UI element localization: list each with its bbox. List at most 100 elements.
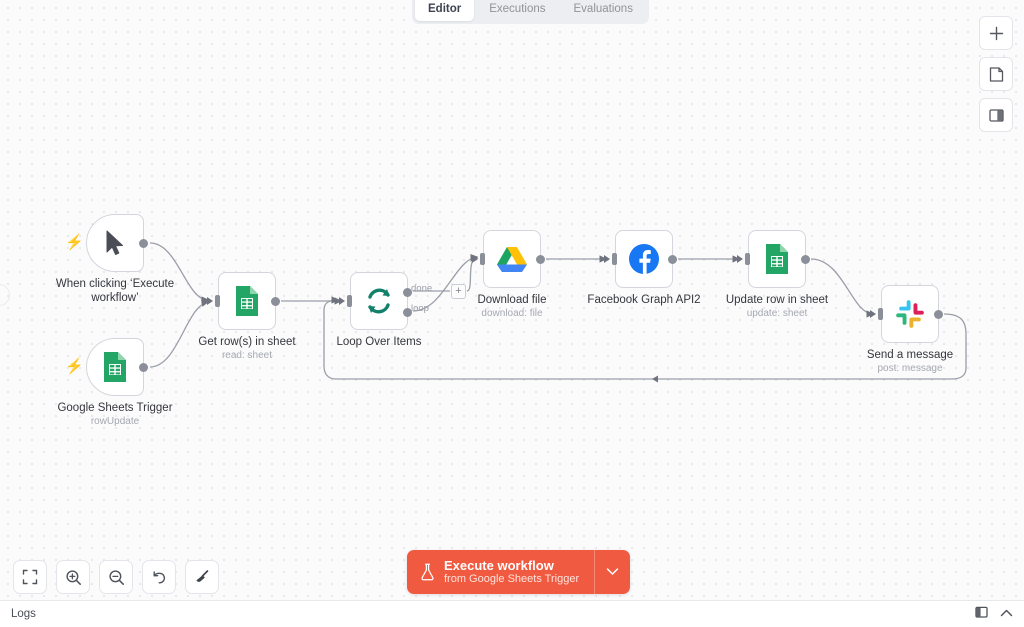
flask-icon [421, 563, 434, 581]
zoom-out-icon [108, 569, 124, 585]
input-arrow-icon [604, 255, 610, 263]
output-port[interactable] [934, 309, 943, 319]
input-port[interactable] [347, 295, 352, 307]
logs-label: Logs [11, 608, 36, 620]
collapse-logs-button[interactable] [1000, 605, 1013, 623]
zoom-in-icon [65, 569, 81, 585]
google-sheets-icon [236, 286, 258, 316]
node-google-sheets-trigger[interactable]: ⚡ Google Sheets Trigger rowUpdate [57, 338, 173, 427]
tab-executions[interactable]: Executions [489, 3, 546, 15]
input-port[interactable] [745, 253, 750, 265]
node-update-row-in-sheet[interactable]: Update row in sheet update: sheet [726, 230, 828, 319]
node-get-rows-in-sheet[interactable]: Get row(s) in sheet read: sheet [198, 272, 296, 361]
execute-subtitle: from Google Sheets Trigger [444, 573, 580, 586]
loop-refresh-icon [368, 288, 390, 314]
node-body[interactable] [737, 230, 810, 288]
zoom-out-button[interactable] [99, 560, 133, 594]
input-port[interactable] [612, 253, 617, 265]
node-label: Get row(s) in sheet read: sheet [173, 335, 321, 362]
node-subtitle: download: file [481, 308, 543, 320]
input-arrow-icon [339, 297, 345, 305]
output-port[interactable] [536, 254, 545, 264]
fit-view-icon [22, 569, 38, 585]
cursor-pointer-icon [106, 230, 123, 255]
node-title: Update row in sheet [725, 294, 829, 306]
node-facebook-graph-api2[interactable]: Facebook Graph API2 [587, 230, 701, 306]
add-node-button[interactable] [979, 16, 1013, 50]
node-loop-over-items[interactable]: done loop Loop Over Items [336, 272, 432, 348]
node-label: When clicking ‘Execute workflow’ [41, 277, 189, 306]
node-label: Update row in sheet update: sheet [703, 293, 851, 320]
input-port[interactable] [215, 295, 220, 307]
node-download-file[interactable]: Download file download: file [472, 230, 547, 319]
output-label-loop: loop [411, 302, 429, 314]
output-port[interactable] [271, 296, 280, 306]
tab-editor[interactable]: Editor [415, 0, 475, 21]
output-port-done[interactable]: done [403, 283, 432, 297]
output-port[interactable] [801, 254, 810, 264]
sticky-note-icon [989, 66, 1003, 82]
chevron-up-icon [1000, 609, 1013, 617]
output-port[interactable] [668, 254, 677, 264]
node-title: Download file [477, 294, 547, 306]
input-arrow-icon [737, 255, 743, 263]
node-body[interactable] [870, 285, 943, 343]
add-node-on-branch-button[interactable]: + [451, 284, 466, 299]
google-sheets-icon [766, 244, 788, 274]
node-title: Send a message [866, 349, 954, 361]
node-when-clicking-execute-workflow[interactable]: ⚡ When clicking ‘Execute workflow’ [56, 214, 174, 304]
node-body[interactable] [472, 230, 545, 288]
input-port[interactable] [878, 308, 883, 320]
output-port[interactable] [139, 238, 148, 248]
node-body[interactable] [207, 272, 280, 330]
panel-toggle-icon [975, 606, 988, 618]
add-sticky-note-button[interactable] [979, 57, 1013, 91]
node-title: When clicking ‘Execute workflow’ [55, 278, 175, 305]
node-title: Get row(s) in sheet [198, 336, 296, 348]
output-port[interactable] [139, 362, 148, 372]
zoom-to-fit-button[interactable] [13, 560, 47, 594]
zoom-in-button[interactable] [56, 560, 90, 594]
node-send-a-message[interactable]: Send a message post: message [867, 285, 953, 374]
logs-bar-actions [975, 605, 1013, 624]
node-label: Loop Over Items [305, 335, 453, 349]
input-arrow-icon [472, 255, 478, 263]
broom-icon [195, 569, 208, 582]
canvas-zoom-toolbar [13, 560, 219, 594]
node-label: Send a message post: message [836, 348, 984, 375]
google-drive-icon [497, 247, 527, 272]
node-label: Facebook Graph API2 [570, 293, 718, 307]
panel-toggle-button[interactable] [975, 605, 989, 624]
trigger-bolt-icon: ⚡ [65, 234, 84, 251]
node-body[interactable]: done loop [339, 272, 432, 330]
node-label: Download file download: file [438, 293, 586, 320]
execute-options-button[interactable] [594, 549, 631, 594]
execute-workflow-button[interactable]: Execute workflow from Google Sheets Trig… [407, 549, 595, 594]
canvas-right-toolbar [979, 16, 1013, 132]
node-subtitle: post: message [877, 363, 943, 375]
google-sheets-icon [104, 352, 126, 382]
node-body[interactable]: ⚡ [65, 214, 148, 272]
input-port[interactable] [480, 253, 485, 265]
toggle-panel-button[interactable] [979, 98, 1013, 132]
node-subtitle: read: sheet [221, 350, 273, 362]
tab-evaluations[interactable]: Evaluations [573, 3, 633, 15]
node-title: Loop Over Items [336, 336, 422, 348]
plus-icon [989, 26, 1003, 40]
output-label-done: done [411, 282, 433, 294]
reset-zoom-button[interactable] [142, 560, 176, 594]
logs-bar[interactable]: Logs [0, 600, 1024, 627]
input-arrow-icon [870, 310, 876, 318]
output-port-loop[interactable]: loop [403, 303, 429, 317]
workflow-canvas[interactable]: ⚡ When clicking ‘Execute workflow’ ⚡ [0, 0, 1024, 600]
execute-title: Execute workflow [444, 557, 554, 573]
node-title: Facebook Graph API2 [587, 294, 701, 306]
node-body[interactable] [604, 230, 677, 288]
input-arrow-icon [207, 297, 213, 305]
node-body[interactable]: ⚡ [65, 338, 148, 396]
workflow-tabs: Editor Executions Evaluations [412, 0, 649, 24]
slack-icon [896, 300, 924, 328]
undo-icon [153, 570, 165, 583]
tidy-up-button[interactable] [185, 560, 219, 594]
